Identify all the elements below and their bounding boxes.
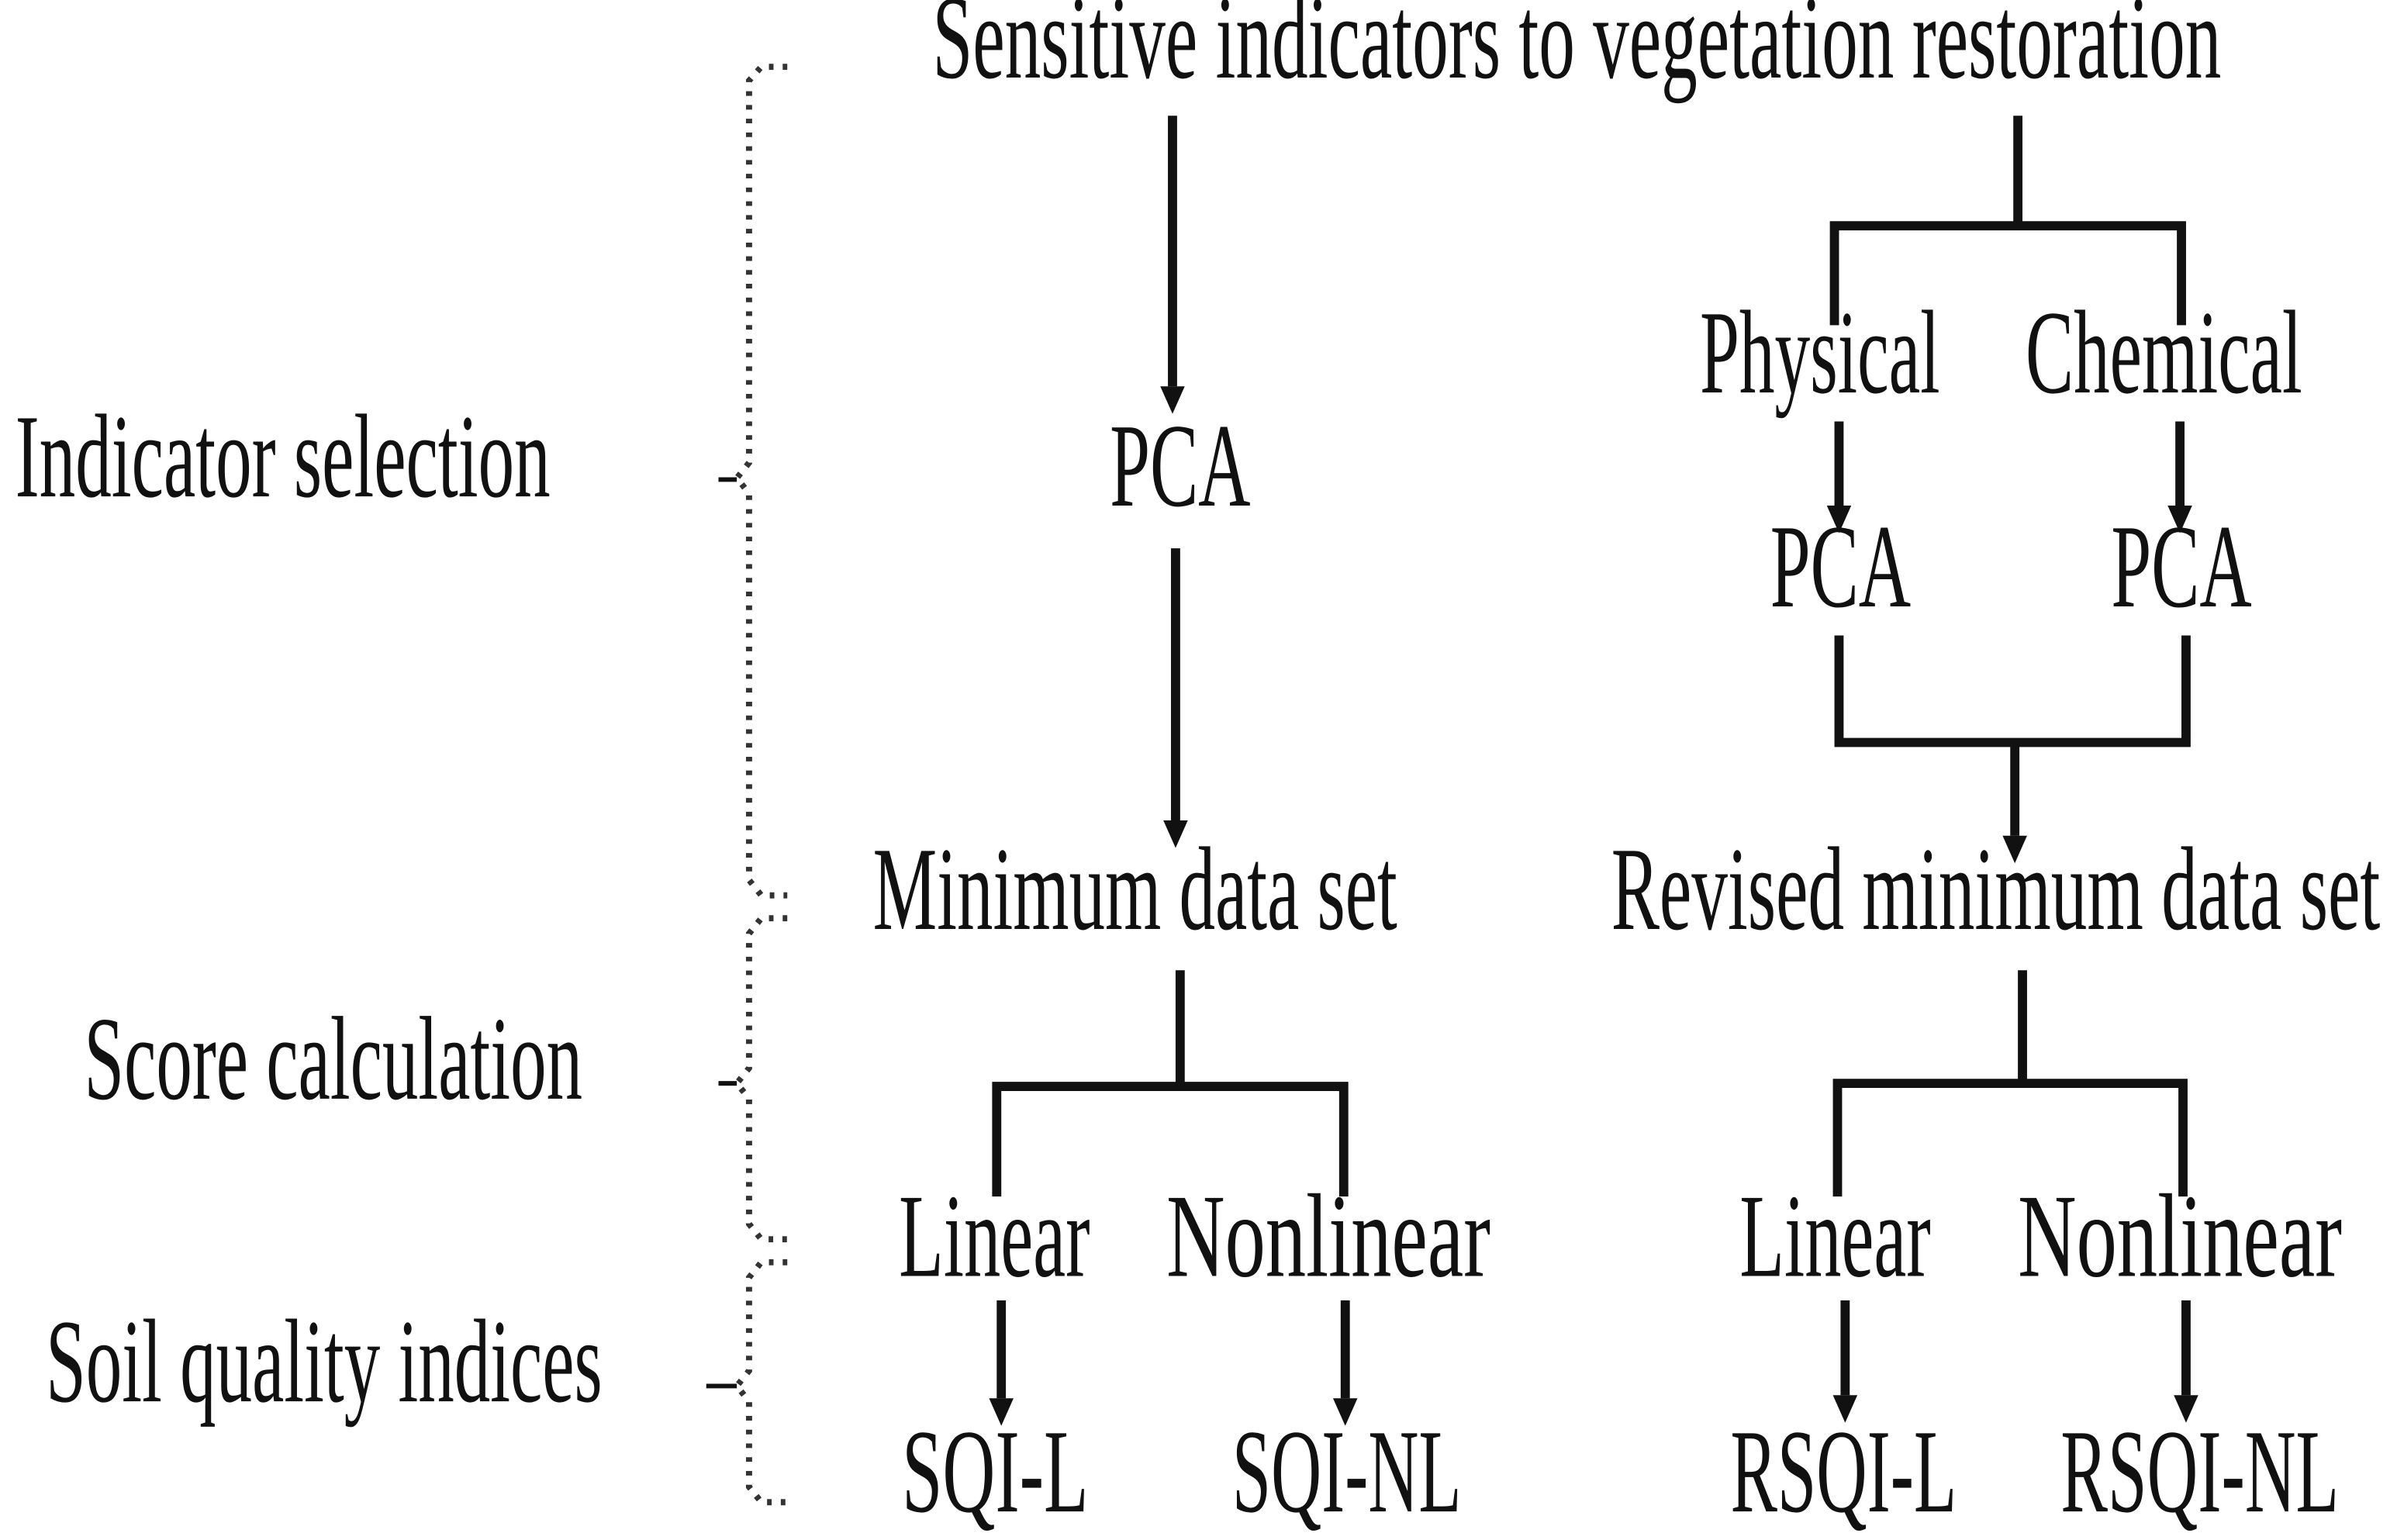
bracket-score-calculation <box>733 915 788 1243</box>
arrowhead-linear-to-rsqi-l <box>1832 1395 1858 1423</box>
stage-indicator-selection: Indicator selection <box>16 391 551 523</box>
arrowhead-physical-to-pca <box>1826 505 1852 533</box>
node-pca-left: PCA <box>1110 400 1250 532</box>
branch-rmds-to-methods <box>1832 1079 2188 1196</box>
arrowhead-top-to-pca <box>1160 386 1185 414</box>
node-chemical: Chemical <box>2026 287 2302 419</box>
arrowhead-chemical-to-pca <box>2167 505 2192 533</box>
merge-pca-pair <box>1834 635 2191 748</box>
node-physical: Physical <box>1700 287 1939 419</box>
stage-score-calculation: Score calculation <box>84 993 582 1125</box>
arrowhead-merge-to-rmds <box>2002 835 2027 864</box>
node-minimum-data-set: Minimum data set <box>873 824 1397 955</box>
arrowhead-linear-to-sqi-l <box>989 1398 1014 1426</box>
arrowhead-nonlinear-to-sqi-nl <box>1332 1398 1358 1426</box>
arrowhead-pca-to-mds <box>1163 820 1188 848</box>
node-rsqi-l: RSQI-L <box>1731 1406 1957 1538</box>
node-rsqi-nl: RSQI-NL <box>2060 1406 2339 1538</box>
node-sqi-nl: SQI-NL <box>1232 1406 1462 1538</box>
node-sensitive-indicators: Sensitive indicators to vegetation resto… <box>932 0 2221 104</box>
arrowhead-nonlinear-to-rsqi-nl <box>2174 1395 2198 1423</box>
branch-physical-chemical <box>1829 221 2186 326</box>
node-revised-minimum-data-set: Revised minimum data set <box>1611 824 2381 955</box>
bracket-soil-quality-indices <box>733 1259 788 1506</box>
node-nonlinear-left: Nonlinear <box>1166 1171 1490 1303</box>
node-sqi-l: SQI-L <box>902 1406 1088 1538</box>
branch-mds-to-methods <box>992 1082 1349 1196</box>
bracket-indicator-selection <box>733 64 788 899</box>
stage-soil-quality-indices: Soil quality indices <box>46 1296 603 1428</box>
